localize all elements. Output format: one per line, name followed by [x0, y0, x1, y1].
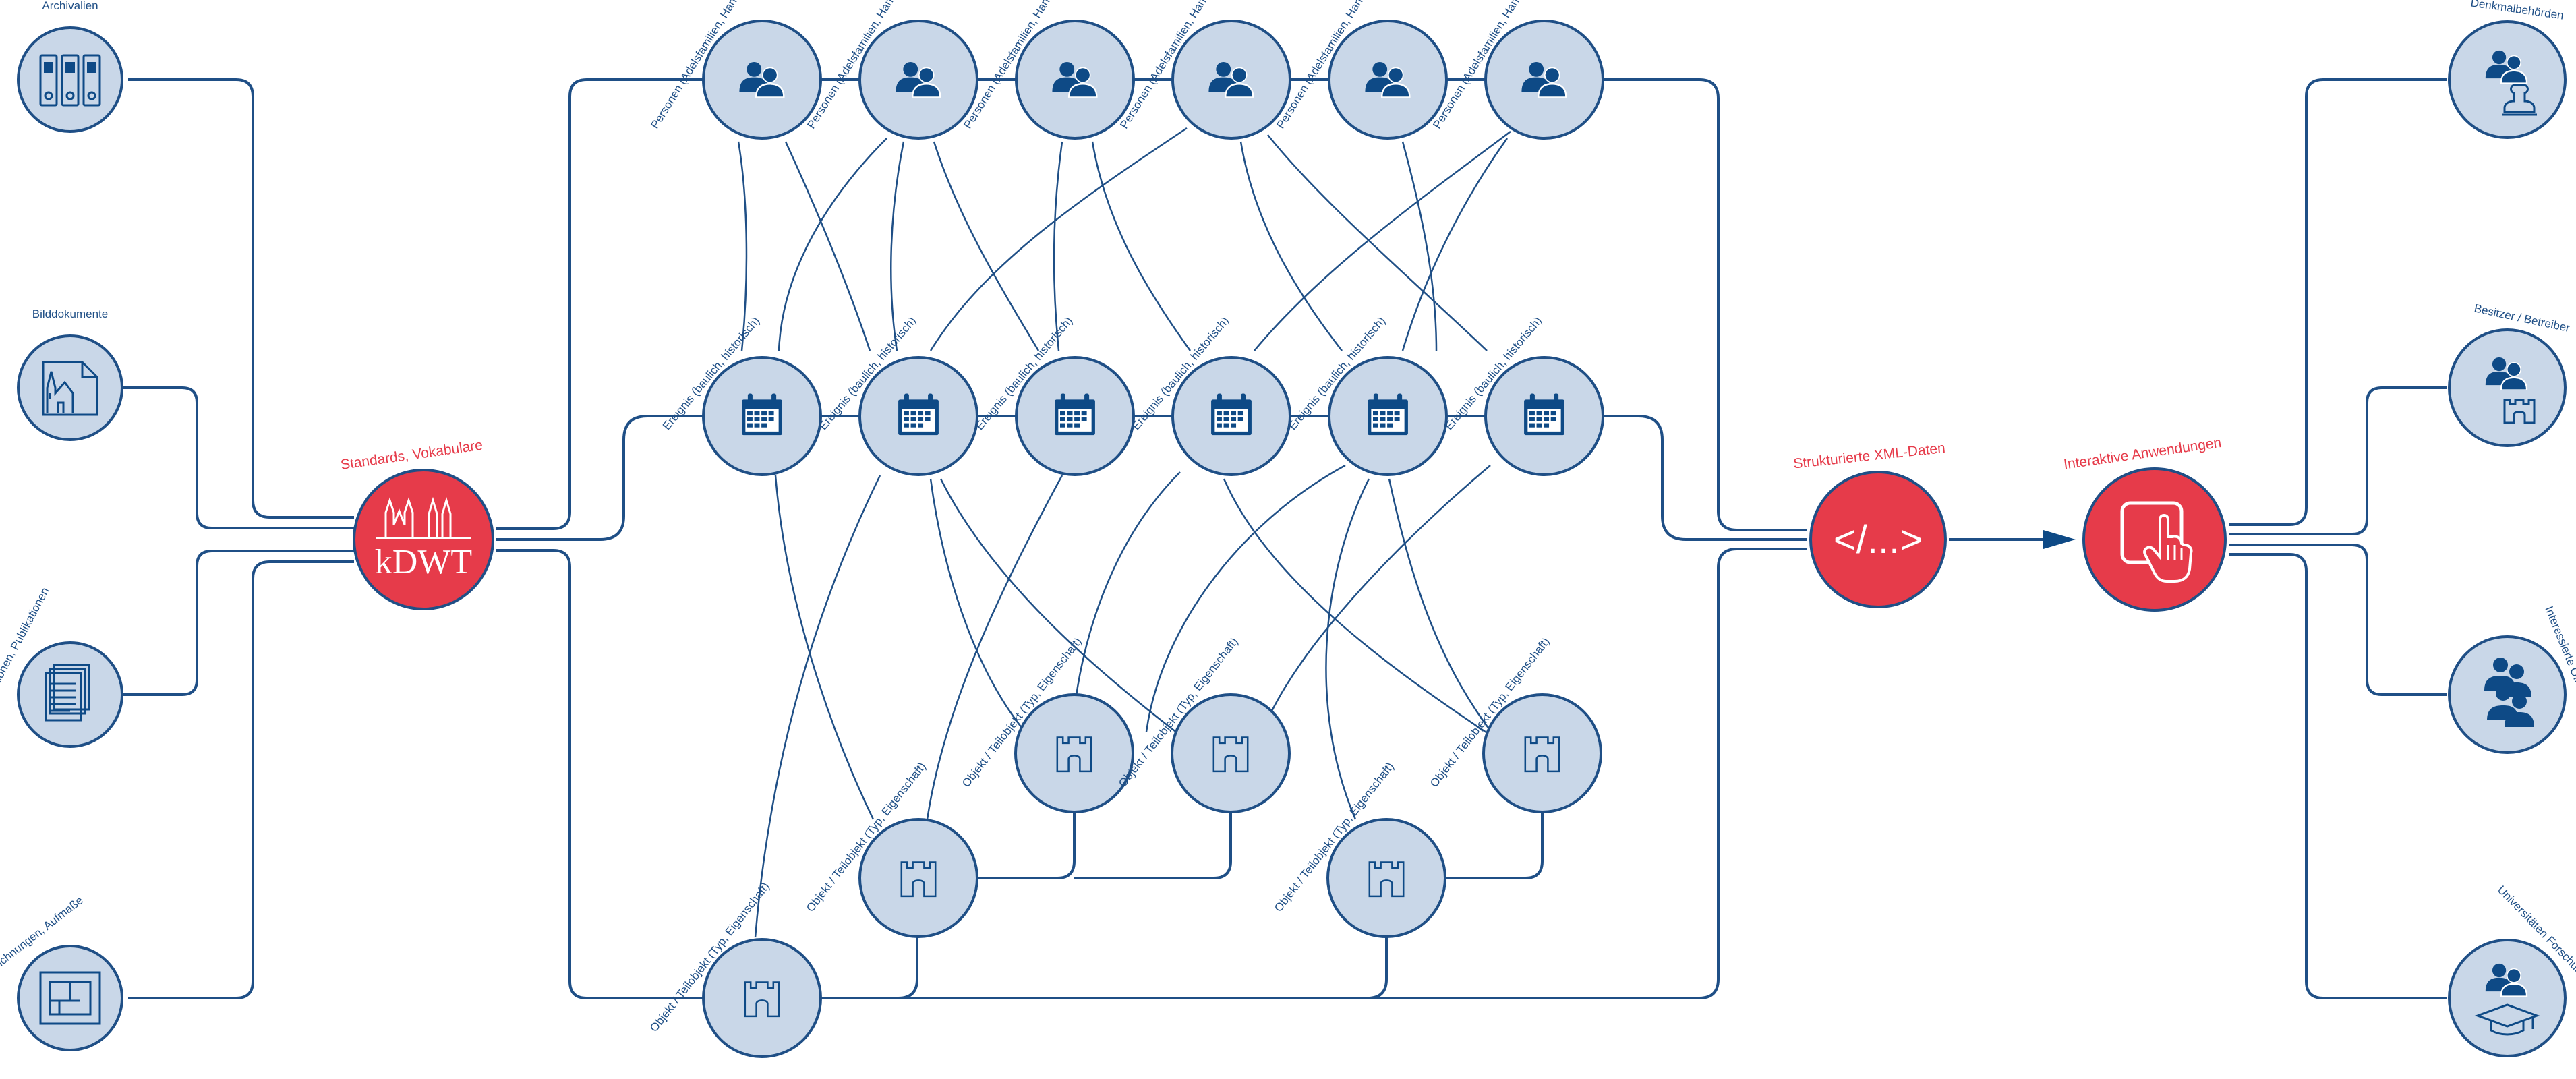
- target-besitzer[interactable]: Besitzer / Betreiber: [2448, 301, 2571, 447]
- calendar-icon: [1524, 393, 1564, 436]
- person-node[interactable]: Personen (Adelsfamilien, Handwerker): [961, 0, 1135, 140]
- calendar-icon: [1055, 393, 1095, 436]
- touch-tablet-icon: [2120, 501, 2193, 583]
- person-node[interactable]: Personen (Adelsfamilien, Handwerker): [1430, 0, 1604, 140]
- standards-hub[interactable]: kDWT Standards, Vokabulare: [340, 438, 494, 610]
- people-group-icon: [2484, 658, 2534, 727]
- standards-hub-label: Standards, Vokabulare: [340, 438, 484, 473]
- people-stamp-icon: [2485, 50, 2537, 116]
- calendar-icon: [1368, 393, 1408, 436]
- person-node[interactable]: Personen (Adelsfamilien, Handwerker): [804, 0, 978, 140]
- objects-group: Objekt / Teilobjekt (Typ, Eigenschaft) O…: [647, 635, 1602, 1058]
- kdwt-logo: kDWT: [375, 496, 472, 581]
- source-planzeichnungen[interactable]: Planzeichnungen, Aufmaße: [0, 894, 123, 1051]
- apps-hub[interactable]: Interaktive Anwendungen: [2063, 435, 2227, 612]
- object-node[interactable]: Objekt / Teilobjekt (Typ, Eigenschaft): [1116, 635, 1291, 813]
- object-node[interactable]: Objekt / Teilobjekt (Typ, Eigenschaft): [960, 635, 1134, 813]
- person-node[interactable]: Personen (Adelsfamilien, Handwerker): [1274, 0, 1448, 140]
- kdwt-logo-text: kDWT: [375, 543, 472, 581]
- xml-symbol: </...>: [1834, 518, 1923, 562]
- event-node[interactable]: Ereignis (baulich, historisch): [1286, 314, 1448, 476]
- people-graduation-icon: [2474, 963, 2540, 1036]
- source-label: Archivalien: [42, 0, 98, 12]
- person-node[interactable]: Personen (Adelsfamilien, Handwerker): [648, 0, 822, 140]
- calendar-icon: [898, 393, 939, 436]
- people-castle-icon: [2485, 357, 2536, 424]
- source-dokumentationen[interactable]: Dokumentationen, Publikationen: [0, 585, 123, 748]
- main-connectors: [120, 78, 2447, 999]
- xml-data-hub[interactable]: </...> Strukturierte XML-Daten: [1792, 440, 1947, 608]
- apps-hub-label: Interaktive Anwendungen: [2063, 435, 2223, 473]
- event-node[interactable]: Ereignis (baulich, historisch): [1442, 314, 1604, 476]
- calendar-icon: [742, 393, 782, 436]
- documents-icon: [45, 664, 90, 722]
- source-archivalien[interactable]: Archivalien: [17, 0, 123, 133]
- source-nodes: Archivalien Bilddokumente Dokumentatione…: [0, 0, 123, 1051]
- events-row: Ereignis (baulich, historisch) Ereignis …: [660, 314, 1604, 476]
- event-node[interactable]: Ereignis (baulich, historisch): [973, 314, 1135, 476]
- object-node[interactable]: Objekt / Teilobjekt (Typ, Eigenschaft): [804, 760, 978, 938]
- persons-row: Personen (Adelsfamilien, Handwerker) Per…: [648, 0, 1604, 140]
- binders-icon: [39, 54, 101, 107]
- target-denkmalbehoerden[interactable]: Denkmalbehörden: [2448, 0, 2567, 139]
- event-node[interactable]: Ereignis (baulich, historisch): [1130, 314, 1291, 476]
- calendar-icon: [1211, 393, 1252, 436]
- relation-lines: [737, 127, 1511, 938]
- source-label: Bilddokumente: [32, 308, 108, 320]
- church-image-icon: [42, 361, 98, 416]
- target-oeffentlichkeit[interactable]: Interessierte Öffentlichkeit: [2448, 604, 2576, 754]
- floorplan-icon: [39, 971, 101, 1025]
- event-node[interactable]: Ereignis (baulich, historisch): [817, 314, 978, 476]
- xml-hub-label: Strukturierte XML-Daten: [1792, 440, 1946, 472]
- person-node[interactable]: Personen (Adelsfamilien, Handwerker): [1117, 0, 1291, 140]
- target-label: Denkmalbehörden: [2470, 0, 2565, 22]
- target-label: Besitzer / Betreiber: [2473, 301, 2571, 334]
- source-bilddokumente[interactable]: Bilddokumente: [17, 308, 123, 441]
- target-nodes: Denkmalbehörden Besitzer / Betreiber: [2448, 0, 2576, 1057]
- object-node[interactable]: Objekt / Teilobjekt (Typ, Eigenschaft): [647, 880, 822, 1058]
- target-universitaeten[interactable]: Universitäten Forschungsinstitute: [2448, 883, 2576, 1057]
- object-node[interactable]: Objekt / Teilobjekt (Typ, Eigenschaft): [1428, 635, 1602, 813]
- event-node[interactable]: Ereignis (baulich, historisch): [660, 314, 822, 476]
- object-node[interactable]: Objekt / Teilobjekt (Typ, Eigenschaft): [1272, 760, 1446, 938]
